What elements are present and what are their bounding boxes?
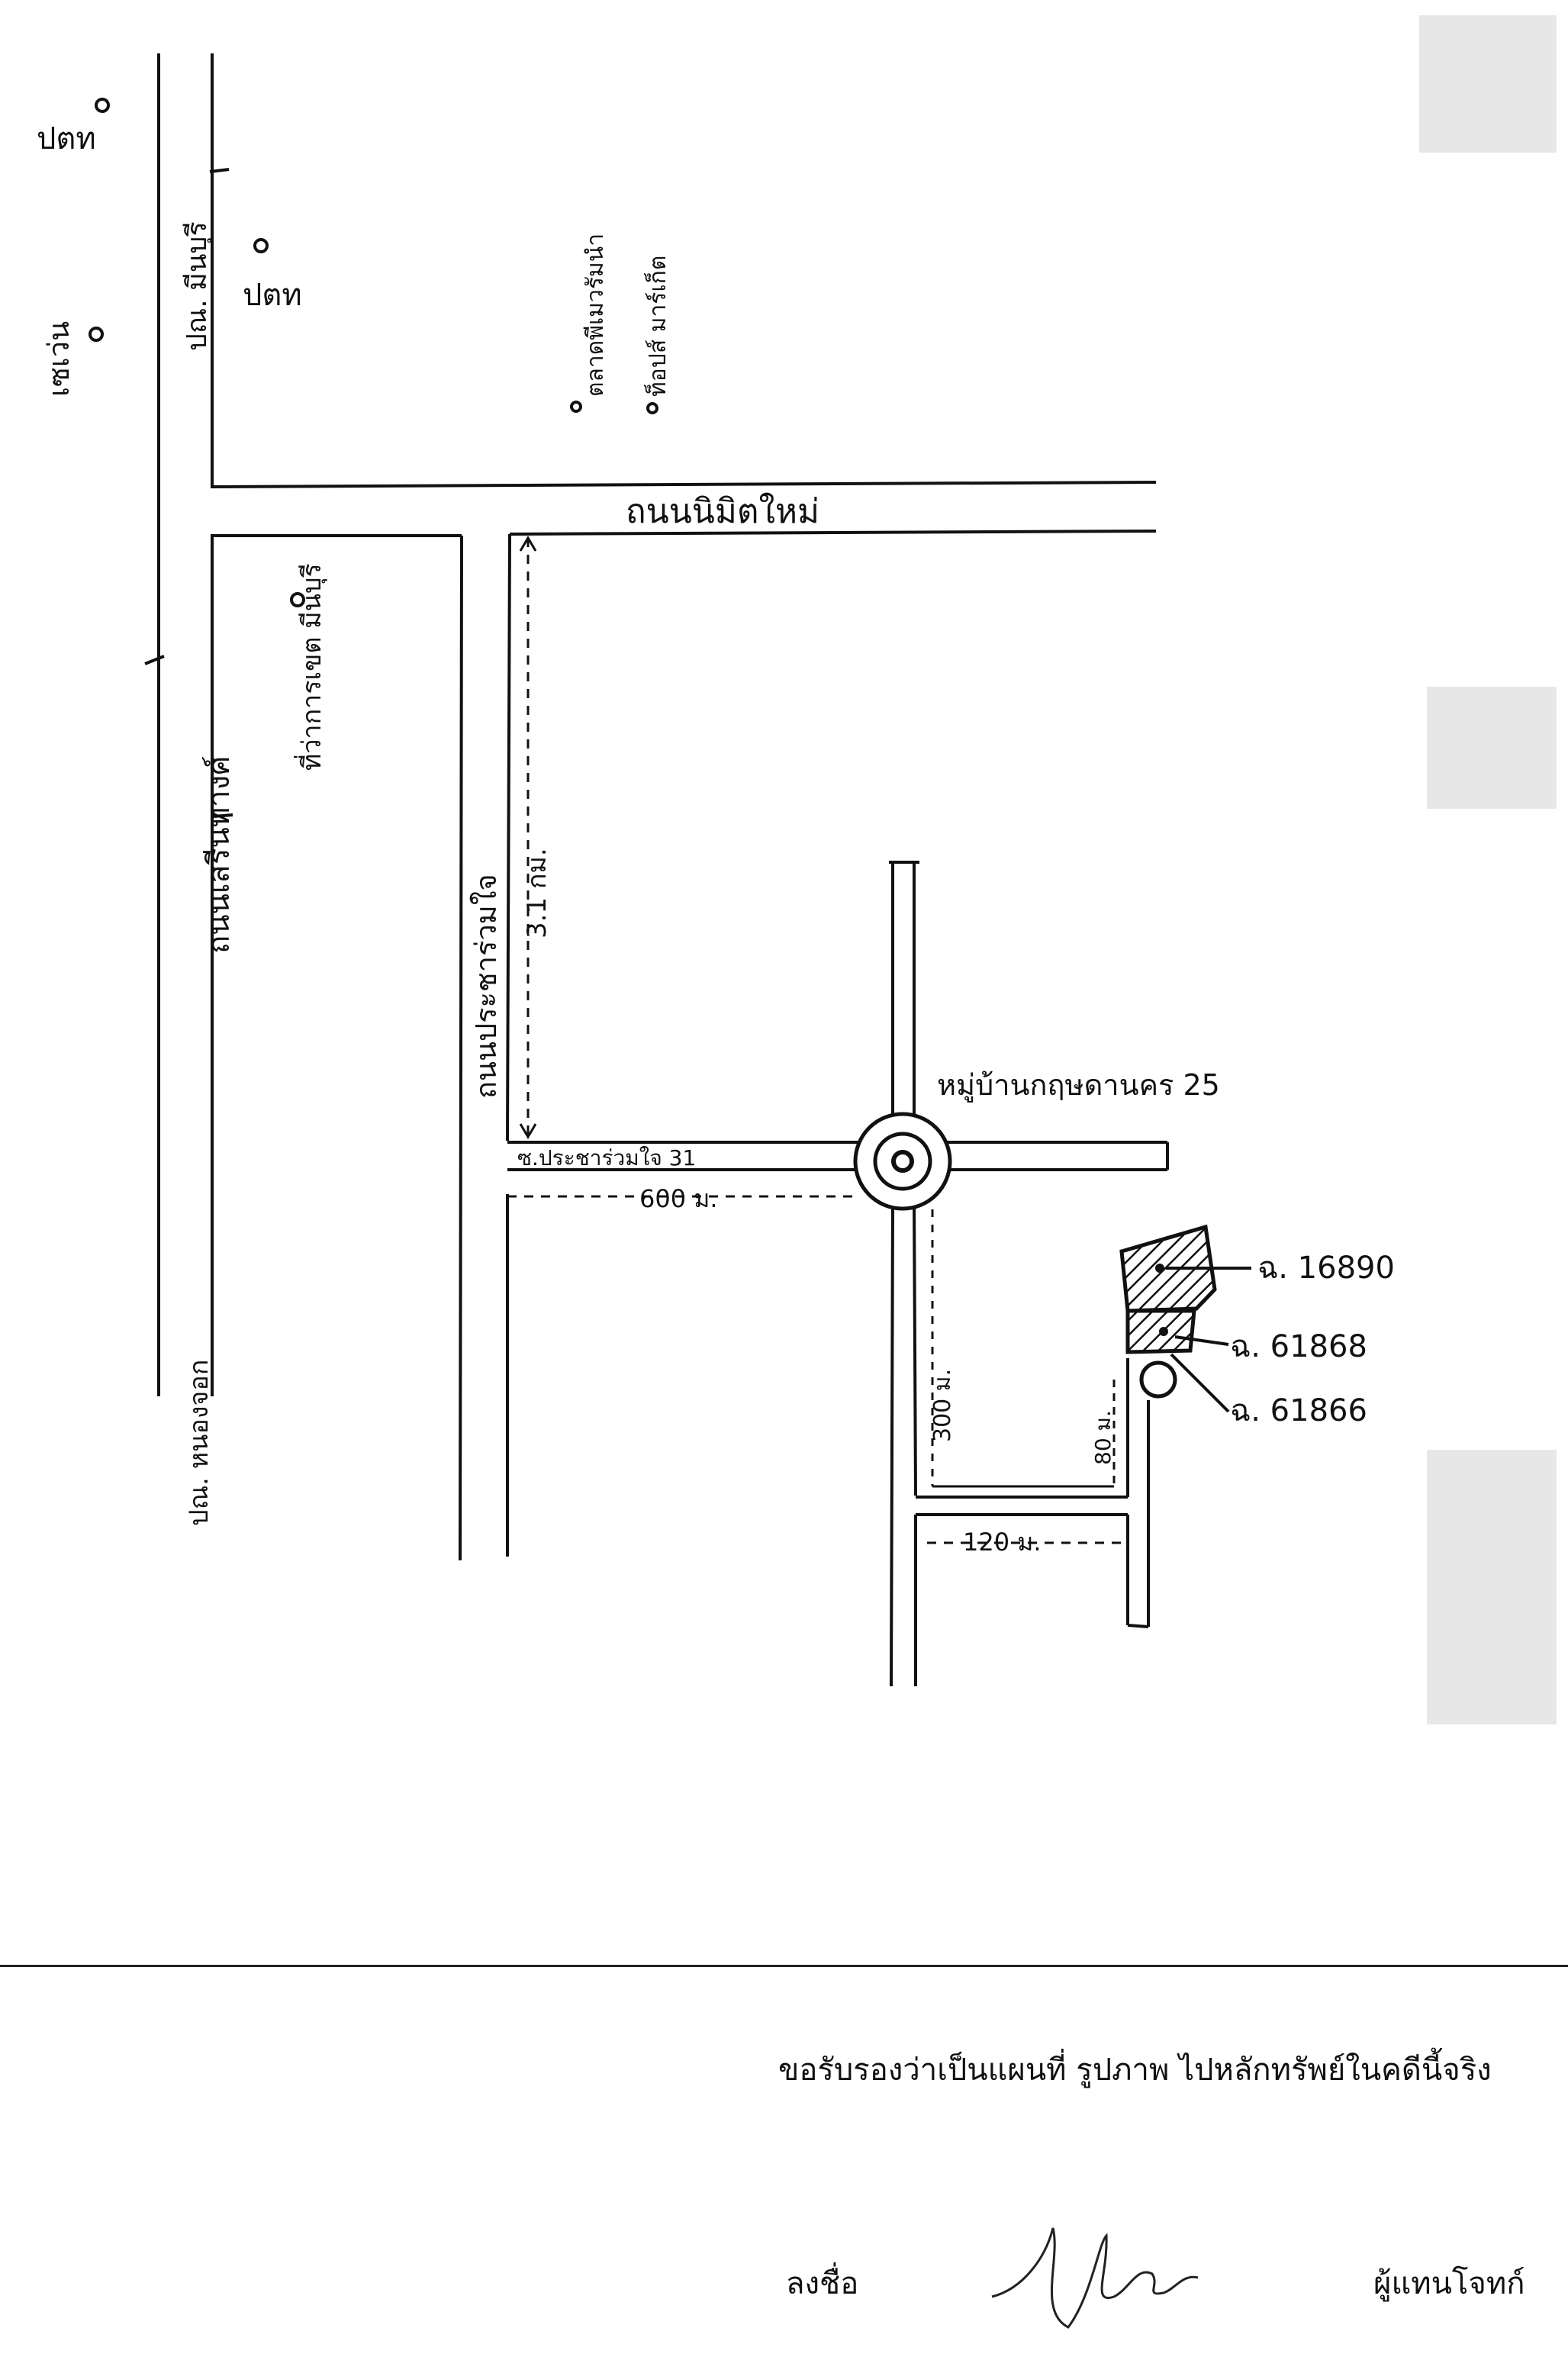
road-label-pracharuammit: ถนนประชาร่วมใจ xyxy=(469,874,503,1099)
road-nimit-mai xyxy=(211,481,1157,537)
distance-label-600m: 600 ม. xyxy=(639,1184,718,1213)
place-label-village: หมู่บ้านกฤษดานคร 25 xyxy=(937,1068,1220,1103)
signature xyxy=(991,2227,1199,2329)
parcel-label-16890: ฉ. 16890 xyxy=(1257,1251,1395,1286)
distance-label-300m: 300 ม. xyxy=(929,1369,956,1442)
road-label-sena: ถนนเสรีนทางศ์ xyxy=(201,755,237,954)
distance-label-120m: 120 ม. xyxy=(963,1528,1042,1557)
road-sena xyxy=(144,53,233,1396)
parcel-label-61868: ฉ. 61868 xyxy=(1230,1329,1367,1364)
roundabout xyxy=(853,1112,952,1211)
distance-label-80m: 80 ม. xyxy=(1090,1410,1116,1465)
parcel-shapes xyxy=(1119,1224,1251,1413)
place-label-seven-eleven: เซเว่น xyxy=(42,321,76,397)
place-label-district-office: ที่ว่าการเขต มีนบุรี xyxy=(294,563,327,771)
distance-markers xyxy=(507,536,1122,1544)
place-label-market: ตลาดพีเมวรัมนำ xyxy=(582,233,609,397)
place-label-po-nongchok: ปณ. หนองจอก xyxy=(184,1360,214,1526)
road-label-nimit-mai: ถนนนิมิตใหม่ xyxy=(626,492,819,531)
road-label-soi-31: ซ.ประชาร่วมใจ 31 xyxy=(517,1145,696,1170)
access-lane xyxy=(916,1358,1150,1628)
road-soi-31 xyxy=(507,1141,1169,1171)
sign-label: ลงชื่อ xyxy=(786,2266,859,2301)
scan-artifact xyxy=(1427,687,1557,809)
distance-label-3-1km: 3.1 กม. xyxy=(522,848,552,939)
footer-divider xyxy=(0,1965,1568,1967)
road-pracharuammit xyxy=(459,533,511,1561)
certification-text: ขอรับรองว่าเป็นแผนที่ รูปภาพ ไปหลักทรัพย… xyxy=(778,2053,1492,2088)
scan-artifact xyxy=(1419,15,1557,153)
place-label-post-office-2: ปตท xyxy=(243,278,302,313)
place-label-po-minburi: ปณ. มีนบุรี xyxy=(182,221,214,351)
place-label-supermarket: ท็อปส์ มาร์เก็ต xyxy=(643,256,671,397)
place-label-post-office-1: ปตท xyxy=(37,121,96,156)
scan-artifact xyxy=(1427,1450,1557,1724)
role-label: ผู้แทนโจทก์ xyxy=(1373,2266,1525,2301)
parcel-label-61866: ฉ. 61866 xyxy=(1230,1393,1367,1428)
hand-drawn-map: ถนนเสรีนทางศ์ ถนนนิมิตใหม่ ถนนประชาร่วมใ… xyxy=(37,53,1395,1687)
road-village xyxy=(889,861,919,1687)
location-dots xyxy=(89,98,658,607)
